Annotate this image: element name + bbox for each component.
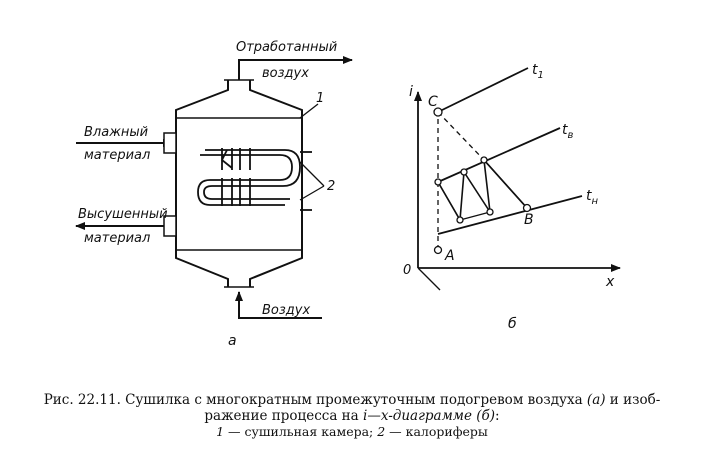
exhaust-pipe [238, 56, 353, 80]
label-t1: t1 [532, 62, 544, 81]
air-inlet-pipe [235, 291, 322, 319]
label-exhaust: Отработанный [236, 40, 337, 55]
dryer-apparatus [175, 79, 303, 288]
point-2 [456, 216, 464, 224]
label-wet-2: материал [84, 148, 150, 163]
label-tv: tв [562, 122, 574, 141]
isotherm-t1 [437, 67, 529, 113]
dryer-shell [175, 80, 303, 287]
label-dry-2: материал [84, 231, 150, 246]
isotherm-tv [437, 127, 561, 183]
point-b-marker [522, 203, 532, 213]
axis-x-label: x [605, 274, 615, 290]
caption-line-3: 1 — сушильная камера; 2 — калориферы [216, 424, 488, 439]
isotherm-tn [437, 195, 583, 235]
panel-label-a: а [228, 333, 237, 349]
axis-i-label: i [409, 84, 413, 100]
dry-material-outlet [75, 215, 177, 237]
point-3 [460, 168, 468, 176]
caption-line-1: Рис. 22.11. Сушилка с многократным проме… [43, 392, 661, 408]
caption-line-2: ражение процесса на i—x-диаграмме (б): [204, 408, 500, 424]
number-2: 2 [327, 179, 335, 194]
skew-line [417, 267, 441, 291]
point-1 [434, 178, 442, 186]
line-cb [437, 111, 485, 161]
origin-label: 0 [403, 263, 411, 278]
point-a-label: A [444, 248, 455, 264]
heater-coils [197, 148, 312, 211]
point-4 [486, 208, 494, 216]
point-c-label: C [428, 94, 438, 110]
point-c-marker [433, 107, 443, 117]
label-tn: tн [586, 188, 599, 207]
leader-2 [299, 161, 325, 201]
point-b-label: B [524, 212, 534, 228]
label-wet: Влажный [84, 125, 148, 140]
number-1: 1 [316, 91, 324, 106]
wet-material-inlet [76, 132, 177, 154]
label-air: Воздух [262, 303, 310, 318]
label-dry: Высушенный [78, 207, 168, 222]
label-exhaust-2: воздух [262, 66, 309, 81]
panel-label-b: б [508, 316, 517, 332]
point-5 [480, 156, 488, 164]
point-a-marker [433, 245, 443, 255]
process-zigzag [437, 157, 528, 223]
leader-1 [299, 103, 319, 119]
ix-diagram [414, 67, 621, 291]
figure-caption: Рис. 22.11. Сушилка с многократным проме… [0, 392, 704, 440]
diagram-points [433, 107, 532, 255]
